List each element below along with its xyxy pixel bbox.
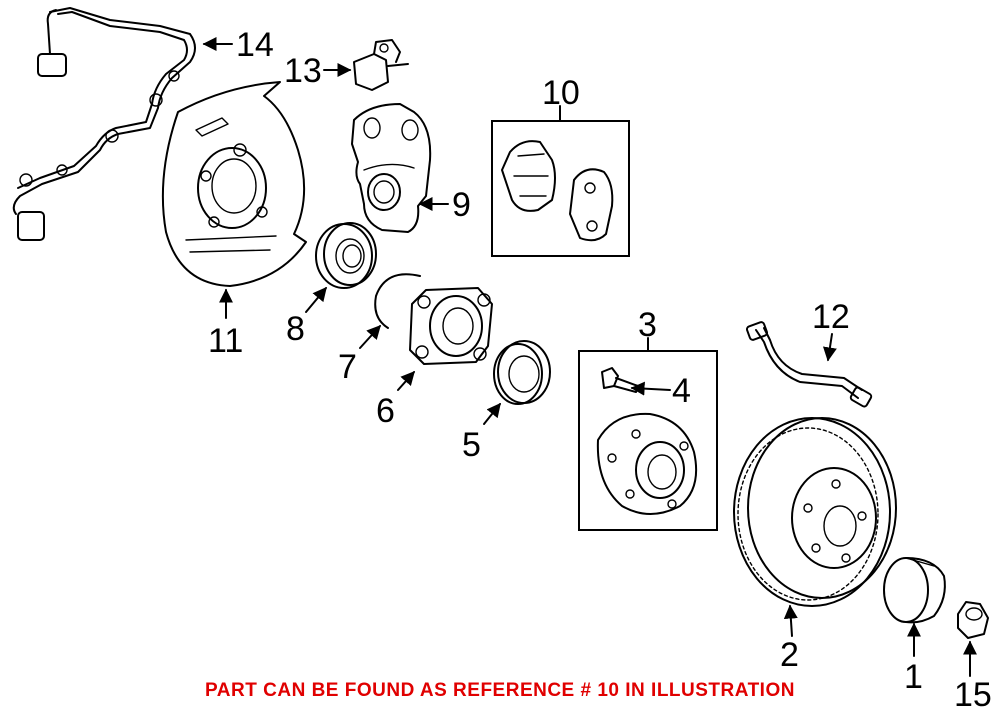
callout-6: 6 [376, 392, 395, 430]
hub-assembly-box [578, 350, 718, 531]
snap-ring [374, 273, 421, 329]
callout-9: 9 [452, 186, 471, 224]
wheel-speed-sensor [353, 39, 409, 91]
callout-13: 13 [284, 52, 322, 90]
callout-14: 14 [236, 26, 274, 64]
callout-11: 11 [208, 322, 243, 360]
leader-lines [202, 37, 977, 677]
callout-12: 12 [812, 298, 850, 336]
callout-8: 8 [286, 310, 305, 348]
callout-1: 1 [904, 658, 923, 696]
callout-4: 4 [672, 372, 691, 410]
bearing-seal-inner [315, 222, 377, 289]
hub-bearing [409, 287, 493, 365]
brake-caliper [351, 103, 432, 233]
callout-3: 3 [638, 306, 657, 344]
callout-15: 15 [954, 676, 992, 712]
wheel-hub [596, 412, 698, 515]
grease-cap [883, 557, 946, 624]
callout-2: 2 [780, 636, 799, 674]
callout-7: 7 [338, 348, 357, 386]
callout-10: 10 [542, 74, 580, 112]
brake-hose [745, 321, 873, 408]
brake-rotor [733, 417, 897, 607]
brake-pads [501, 140, 614, 242]
dust-shield [161, 81, 307, 287]
callout-5: 5 [462, 426, 481, 464]
reference-note: PART CAN BE FOUND AS REFERENCE # 10 IN I… [205, 680, 795, 701]
brake-pad-box [491, 120, 630, 257]
bearing-seal-outer [493, 340, 551, 405]
abs-wire-harness [12, 7, 196, 241]
lug-nut [957, 601, 989, 639]
